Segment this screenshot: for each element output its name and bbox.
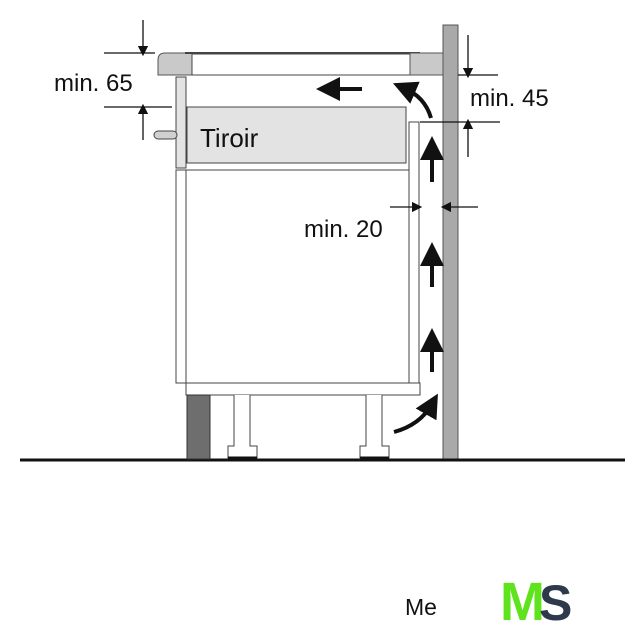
min-65-label: min. 65: [54, 70, 133, 97]
logo-s: S: [538, 575, 572, 631]
wall: [442, 24, 459, 461]
leg-left: [227, 395, 258, 460]
leg-right: [359, 395, 390, 460]
curved-arrow-bottom-icon: [393, 393, 438, 434]
ms-logo: MS: [500, 572, 572, 632]
dimension-min-45: [420, 35, 500, 157]
cabinet-bottom: [185, 382, 421, 396]
countertop: [157, 52, 444, 76]
plinth: [186, 394, 211, 460]
logo-m: M: [500, 572, 545, 632]
cabinet-body: [175, 169, 419, 384]
min-45-label: min. 45: [470, 85, 549, 112]
curved-arrow-top-icon: [392, 81, 433, 119]
drawer-handle: [153, 130, 178, 140]
watermark-text: Me: [405, 594, 437, 620]
cabinet-side-upper: [175, 76, 187, 169]
drawer-label: Tiroir: [200, 123, 259, 153]
drawer: [186, 106, 407, 164]
dimension-min-65: [104, 20, 172, 140]
min-20-label: min. 20: [304, 216, 383, 243]
cabinet-back-panel: [408, 121, 420, 384]
airflow-arrows: [316, 77, 444, 434]
